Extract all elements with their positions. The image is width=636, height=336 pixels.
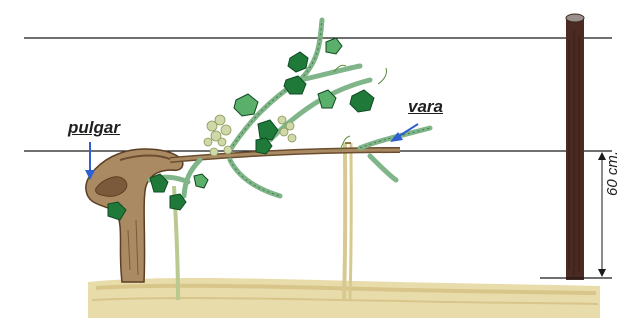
leaves [108,38,374,220]
shoots [150,20,430,196]
label-height: 60 cm. [604,151,621,196]
post [566,14,584,280]
label-vara: vara [408,97,443,117]
label-pulgar: pulgar [68,118,120,138]
trunk [86,149,183,282]
stakes [174,143,351,300]
